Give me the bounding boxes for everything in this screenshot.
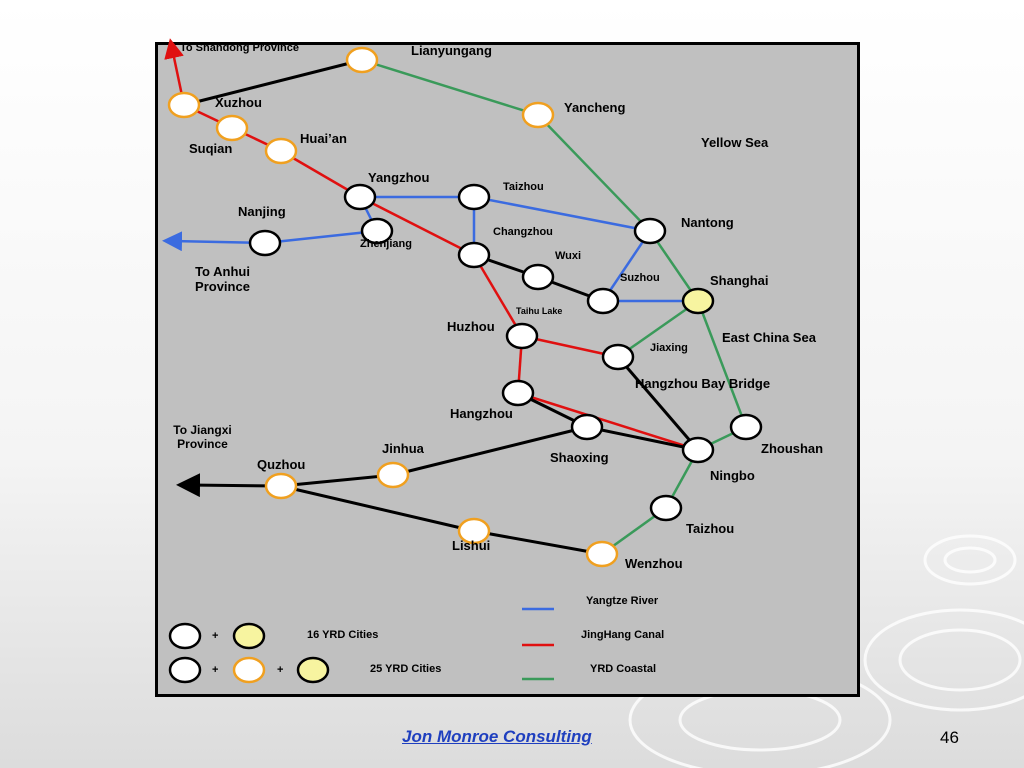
label-yangzhou: Yangzhou <box>368 170 430 185</box>
label-shaoxing: Shaoxing <box>550 450 609 465</box>
node-wenzhou <box>585 540 619 568</box>
legend-shanghai-node-2 <box>296 656 330 684</box>
node-zhoushan <box>729 413 763 441</box>
legend-core-node-1 <box>168 622 202 650</box>
label-quzhou: Quzhou <box>257 457 306 472</box>
label-nantong: Nantong <box>681 215 734 230</box>
node-jinhua <box>376 461 410 489</box>
node-xuzhou <box>167 91 201 119</box>
node-ningbo <box>681 436 715 464</box>
label-yancheng: Yancheng <box>564 100 626 115</box>
legend-shanghai-node-1 <box>232 622 266 650</box>
node-wuxi <box>521 263 555 291</box>
label-huzhou: Huzhou <box>447 319 495 334</box>
label-hangzhou-bay-bridge: Hangzhou Bay Bridge <box>635 376 771 391</box>
legend-25-cities: 25 YRD Cities <box>370 663 442 675</box>
city-nodes <box>167 46 763 568</box>
map-panel <box>155 42 860 697</box>
label-to-anhui: To Anhui Province <box>180 264 265 294</box>
label-huaian: Huai’an <box>300 131 347 146</box>
legend-jinghang-label: JingHang Canal <box>581 629 665 641</box>
node-quzhou <box>264 472 298 500</box>
label-taizhou-js: Taizhou <box>503 181 544 193</box>
node-shaoxing <box>570 413 604 441</box>
label-shandong: To Shandong Province <box>180 42 299 54</box>
node-jiaxing <box>601 343 635 371</box>
label-suqian: Suqian <box>189 141 233 156</box>
label-changzhou: Changzhou <box>493 226 553 238</box>
label-taizhou-zj: Taizhou <box>686 521 735 536</box>
label-taihu-lake: Taihu Lake <box>516 306 563 316</box>
label-to-jiangxi: To Jiangxi Province <box>165 423 240 451</box>
footer-brand: Jon Monroe Consulting <box>402 727 592 746</box>
node-lishui <box>457 517 491 545</box>
label-zhenjiang: Zhenjiang <box>360 238 412 250</box>
label-xuzhou: Xuzhou <box>215 95 262 110</box>
label-jiaxing: Jiaxing <box>650 342 688 354</box>
road-links <box>176 58 700 556</box>
node-nanjing <box>248 229 282 257</box>
label-shanghai: Shanghai <box>710 273 769 288</box>
node-suzhou <box>586 287 620 315</box>
label-to-jiangxi-line2: Province <box>177 437 228 451</box>
node-huzhou <box>505 322 539 350</box>
label-east-china-sea: East China Sea <box>722 330 816 345</box>
node-taizhou-zj <box>649 494 683 522</box>
label-to-anhui-line1: To Anhui <box>195 264 250 279</box>
label-to-jiangxi-line1: To Jiangxi <box>173 423 232 437</box>
label-hangzhou: Hangzhou <box>450 406 513 421</box>
label-nanjing: Nanjing <box>238 204 286 219</box>
legend-core-node-2 <box>168 656 202 684</box>
node-zhenjiang <box>360 217 394 245</box>
legend-plus-3: + <box>277 664 284 676</box>
label-wuxi: Wuxi <box>555 250 582 262</box>
node-shanghai <box>681 287 715 315</box>
label-lianyungang: Lianyungang <box>411 43 492 58</box>
label-suzhou: Suzhou <box>620 272 660 284</box>
page-number: 46 <box>940 728 959 747</box>
legend-plus-2: + <box>212 664 219 676</box>
node-hangzhou <box>501 379 535 407</box>
node-changzhou <box>457 241 491 269</box>
legend-yangtze-label: Yangtze River <box>586 595 659 607</box>
node-nantong <box>633 217 667 245</box>
legend-symbols <box>168 607 554 684</box>
legend-coastal-label: YRD Coastal <box>590 663 657 675</box>
node-lianyungang <box>345 46 379 74</box>
node-huaian <box>264 137 298 165</box>
legend-plus-1: + <box>212 630 219 642</box>
node-taizhou-js <box>457 183 491 211</box>
node-yancheng <box>521 101 555 129</box>
label-wenzhou: Wenzhou <box>625 556 683 571</box>
label-jinhua: Jinhua <box>382 441 424 456</box>
label-yellow-sea: Yellow Sea <box>701 135 769 150</box>
label-zhoushan: Zhoushan <box>761 441 824 456</box>
label-to-anhui-line2: Province <box>195 279 250 294</box>
label-lishui: Lishui <box>452 538 491 553</box>
node-suqian <box>215 114 249 142</box>
legend-extended-node <box>232 656 266 684</box>
node-yangzhou <box>343 183 377 211</box>
legend-16-cities: 16 YRD Cities <box>307 629 379 641</box>
label-ningbo: Ningbo <box>710 468 755 483</box>
